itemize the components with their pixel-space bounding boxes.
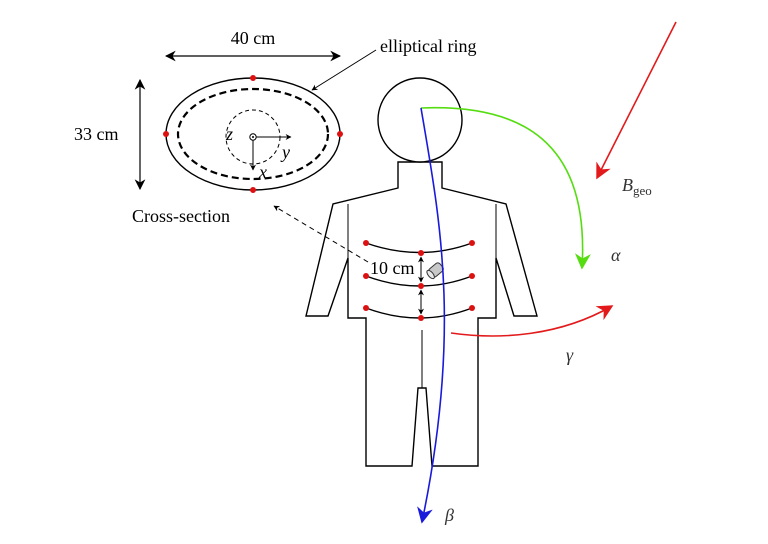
sensor-ring3-left: [363, 305, 369, 311]
alpha-rotation-arrow: [420, 106, 591, 270]
sensor-ring2-left: [363, 273, 369, 279]
gamma-label: γ: [566, 345, 574, 365]
axis-y-label: y: [280, 142, 290, 162]
ring-label: elliptical ring: [380, 36, 476, 56]
z-axis-center: [252, 136, 254, 138]
human-figure: 10 cm: [273, 77, 538, 467]
sensor-point-left: [163, 131, 169, 137]
ring-leader-arrow: [311, 49, 377, 91]
inner-dashed-ellipse: [176, 87, 330, 181]
spacing-label: 10 cm: [370, 258, 415, 278]
axis-z-label: z: [225, 124, 233, 144]
beta-label: β: [444, 505, 454, 525]
axis-x-label: x: [258, 162, 267, 182]
cross-section-title: Cross-section: [132, 206, 230, 226]
alpha-label: α: [611, 245, 621, 265]
beta-rotation-arrow: [417, 107, 446, 524]
sensor-ring3-center: [418, 315, 424, 321]
sensor-ring1-left: [363, 240, 369, 246]
sensor-ring2-right: [469, 273, 475, 279]
field-label-main: B: [622, 175, 633, 195]
cross-section-inset: z y x 40 cm 33 cm elliptical ring Cross-…: [74, 28, 476, 226]
gamma-rotation-arrow: [450, 305, 614, 337]
sensor-ring3-right: [469, 305, 475, 311]
rotation-arrows: Bgeo α β γ: [417, 21, 677, 525]
sensor-ring1-right: [469, 240, 475, 246]
sensor-ring1-center: [418, 250, 424, 256]
magnetometer-sensor-icon: [426, 262, 444, 280]
sensor-point-right: [337, 131, 343, 137]
sensor-ring2-center: [418, 283, 424, 289]
sensor-point-top: [250, 75, 256, 81]
height-label: 33 cm: [74, 124, 119, 144]
sensor-point-bottom: [250, 187, 256, 193]
head: [377, 77, 463, 163]
field-label: Bgeo: [622, 175, 652, 198]
field-label-sub: geo: [633, 183, 652, 198]
geomagnetic-field-arrow: [596, 21, 677, 180]
cross-section-pointer: [273, 205, 369, 263]
width-label: 40 cm: [231, 28, 276, 48]
